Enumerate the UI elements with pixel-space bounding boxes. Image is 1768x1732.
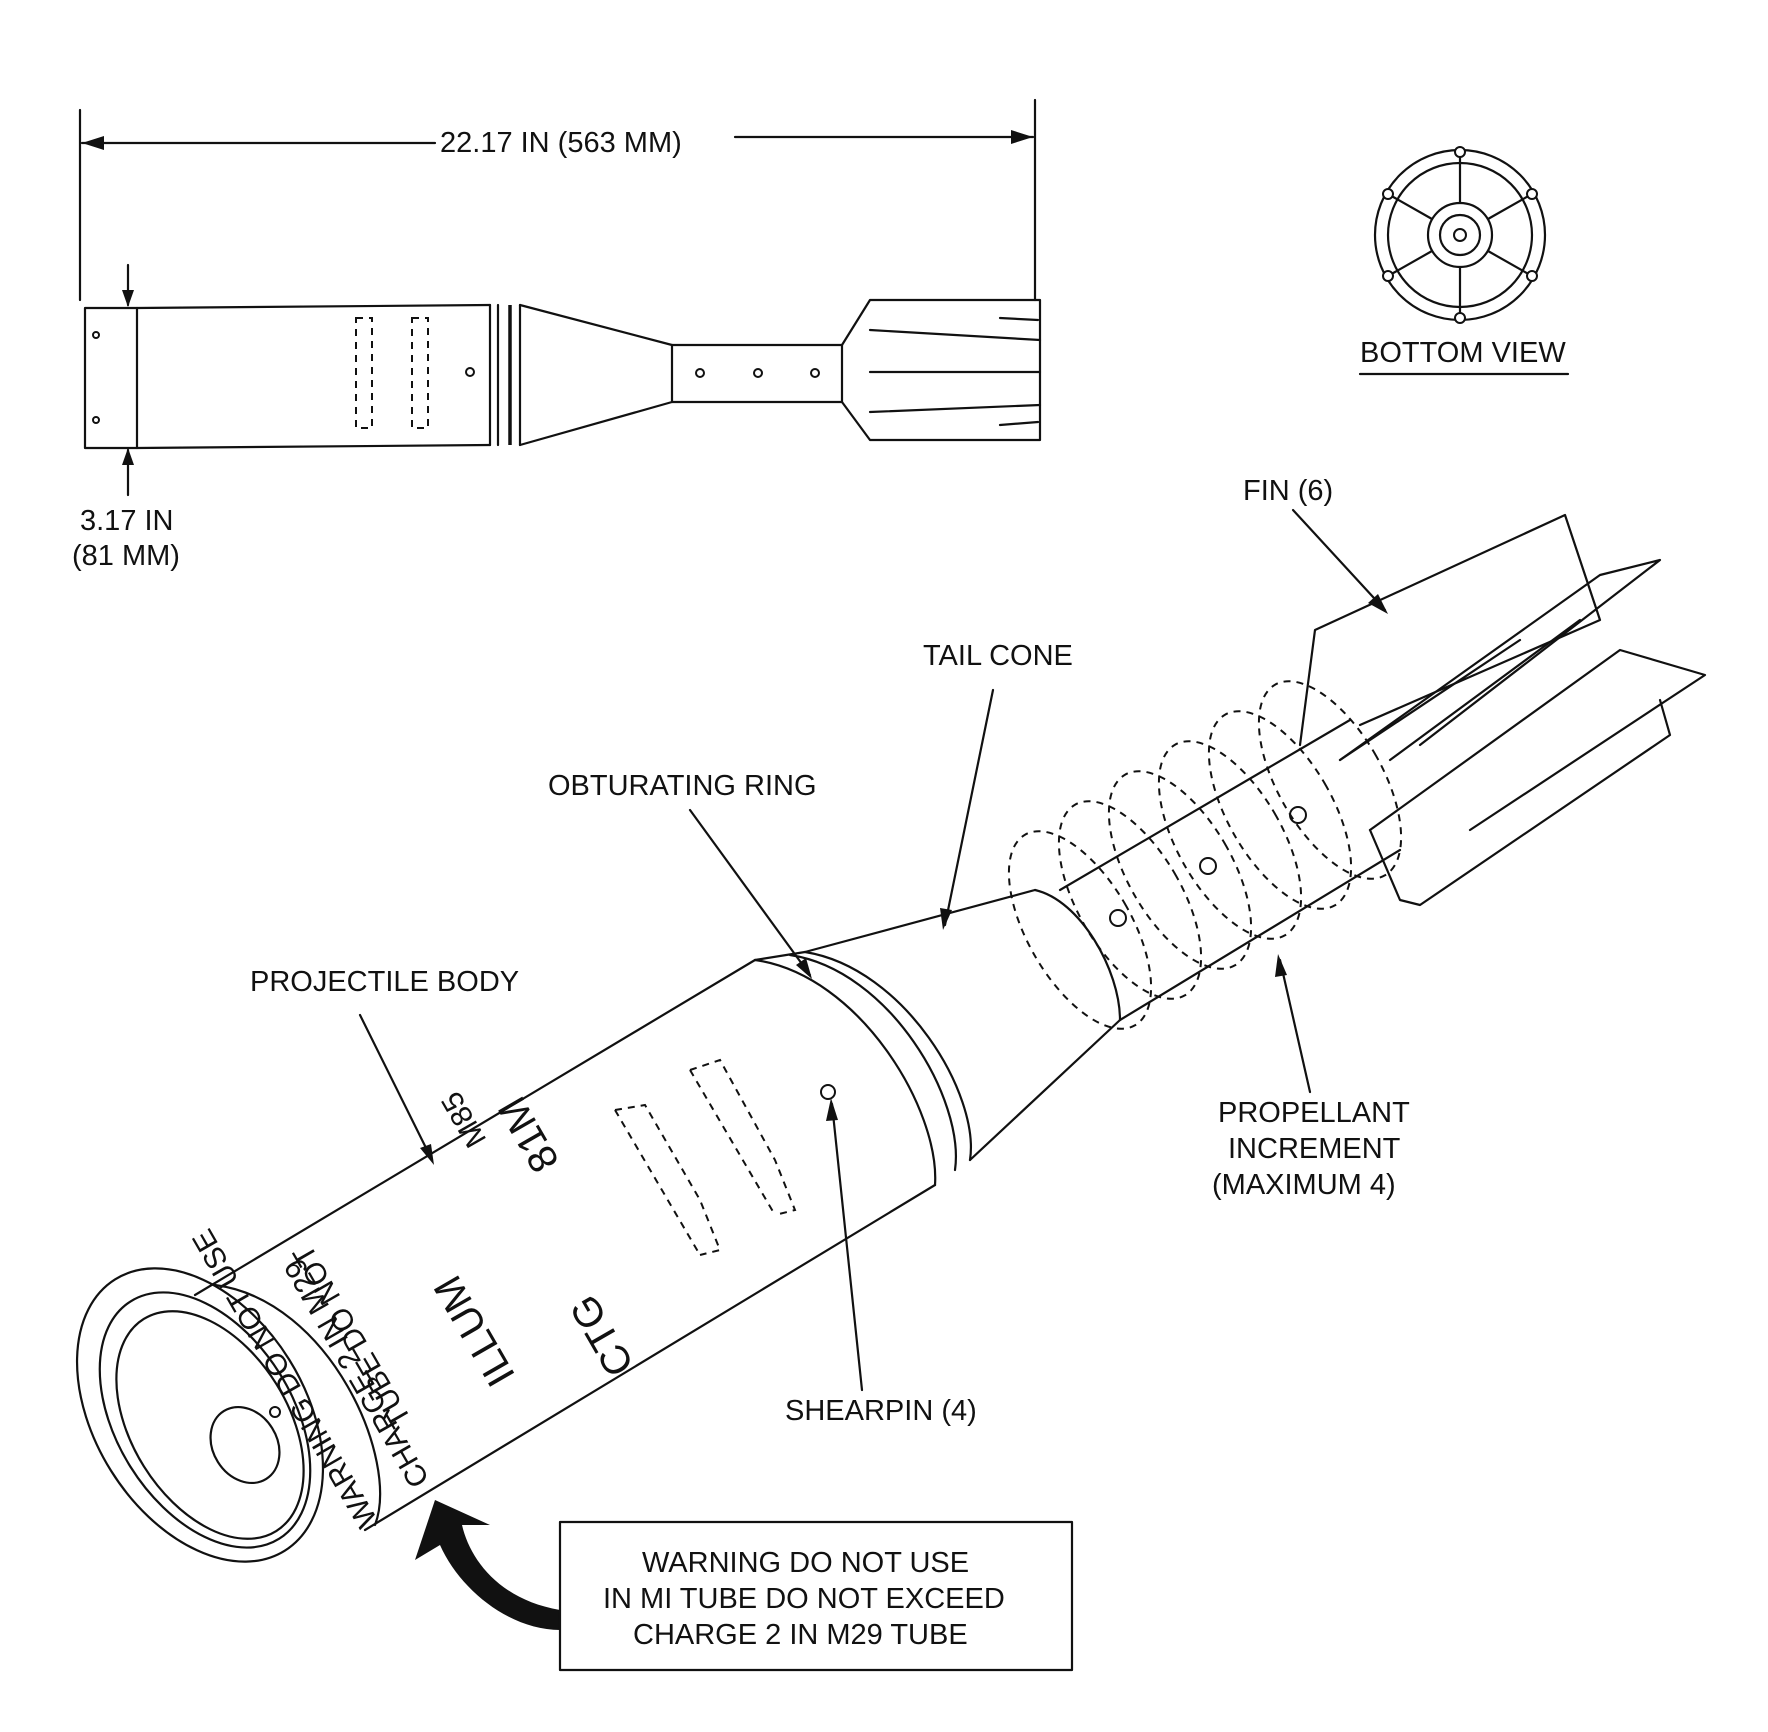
warning-line-3: CHARGE 2 IN M29 TUBE — [633, 1619, 968, 1651]
curved-arrow-icon — [415, 1500, 560, 1630]
isometric-view: M85 81M ILLUM CTG WARNING DO NOT USE TUB… — [75, 475, 1707, 1672]
diameter-dimension-line1: 3.17 IN — [80, 505, 174, 537]
label-tail-cone: TAIL CONE — [923, 640, 1073, 672]
side-view: 22.17 IN (563 MM) 3.17 IN (81 MM) — [72, 98, 1042, 572]
warning-line-2: IN MI TUBE DO NOT EXCEED — [603, 1583, 1005, 1615]
bottom-view-title: BOTTOM VIEW — [1360, 337, 1566, 369]
label-projectile-body: PROJECTILE BODY — [250, 966, 519, 998]
label-propellant-3: (MAXIMUM 4) — [1212, 1169, 1396, 1201]
label-fin: FIN (6) — [1243, 475, 1333, 507]
marking-model: M85 — [435, 1086, 493, 1153]
label-propellant-1: PROPELLANT — [1218, 1097, 1410, 1129]
marking-type: ILLUM — [424, 1268, 523, 1394]
label-propellant-2: INCREMENT — [1228, 1133, 1401, 1165]
warning-box — [558, 1520, 1074, 1672]
diameter-dimension-line2: (81 MM) — [72, 540, 180, 572]
label-shearpin: SHEARPIN (4) — [785, 1395, 977, 1427]
label-obturating-ring: OBTURATING RING — [548, 770, 817, 802]
overall-length-dimension: 22.17 IN (563 MM) — [440, 127, 682, 159]
warning-line-1: WARNING DO NOT USE — [642, 1547, 969, 1579]
marking-cartridge: CTG — [560, 1287, 643, 1384]
marking-caliber: 81M — [489, 1089, 568, 1180]
bottom-view: BOTTOM VIEW — [1358, 146, 1570, 376]
